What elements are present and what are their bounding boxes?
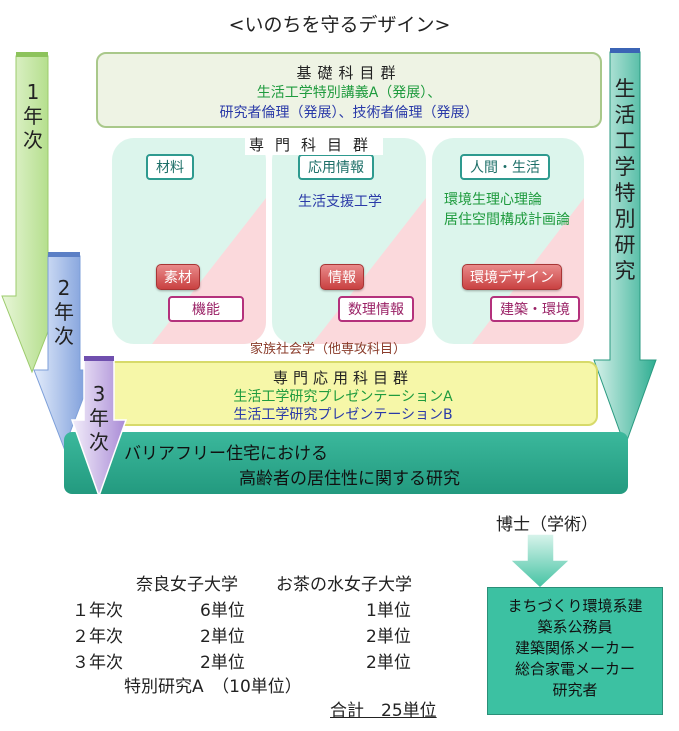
units-table: 奈良女子大学 お茶の水女子大学 １年次 6単位 1単位 ２年次 2単位 2単位 … [72, 570, 480, 721]
research-theme-bar: バリアフリー住宅における 高齢者の居住性に関する研究 [64, 432, 628, 494]
units-total: 合計 25単位 [330, 701, 437, 721]
diagram-title: <いのちを守るデザイン> [228, 14, 451, 36]
tag-kinou: 機能 [168, 296, 244, 322]
tag-jouhou: 情報 [320, 264, 364, 290]
other-major-course: 家族社会学（他専攻科目） [250, 342, 407, 357]
research-line2: 高齢者の居住性に関する研究 [239, 469, 460, 489]
units-row-label: ３年次 [72, 653, 123, 673]
kiso-line1: 生活工学特別講義A（発展）、 [256, 85, 442, 101]
tag-kankyo-design: 環境デザイン [462, 264, 562, 290]
career-item: 建築関係メーカー [514, 639, 635, 657]
senmon-heading: 専門科目群 [245, 134, 384, 155]
oyo-line1: 生活工学研究プレゼンテーションA [233, 389, 453, 405]
units-row-nara: 2単位 [200, 653, 245, 673]
oyo-subjects-box: 専門応用科目群 生活工学研究プレゼンテーションA 生活工学研究プレゼンテーション… [88, 361, 598, 426]
degree-label: 博士（学術） [496, 515, 598, 535]
senmon-column-information: 応用情報 生活支援工学 情報 数理情報 [272, 138, 426, 344]
career-item: まちづくり環境系建 [507, 597, 643, 615]
tag-materials: 材料 [146, 154, 194, 180]
units-row-nara: 6単位 [200, 601, 245, 621]
career-item: 総合家電メーカー [514, 660, 635, 678]
kiso-subjects-box: 基礎科目群 生活工学特別講義A（発展）、 研究者倫理（発展）、技術者倫理（発展） [96, 52, 602, 128]
units-row-label: １年次 [72, 601, 123, 621]
tag-suuri-jouhou: 数理情報 [338, 296, 414, 322]
senmon-column-materials: 材料 素材 機能 [112, 138, 266, 344]
units-header-nara: 奈良女子大学 [136, 575, 238, 595]
units-row-ocha: 2単位 [366, 653, 411, 673]
course-kankyo-seiri: 環境生理心理論 [444, 192, 542, 208]
kiso-line2: 研究者倫理（発展）、技術者倫理（発展） [219, 105, 479, 121]
year1-arrow [1, 55, 63, 374]
career-box: まちづくり環境系建 築系公務員 建築関係メーカー 総合家電メーカー 研究者 [487, 587, 663, 715]
course-kyoju-kukan: 居住空間構成計画論 [444, 212, 570, 228]
units-header-ochanomizu: お茶の水女子大学 [276, 575, 412, 595]
tag-sozai: 素材 [156, 264, 200, 290]
research-line1: バリアフリー住宅における [124, 444, 328, 464]
kiso-heading: 基礎科目群 [296, 64, 402, 82]
units-row-nara: 2単位 [200, 627, 245, 647]
oyo-line2: 生活工学研究プレゼンテーションB [233, 407, 453, 423]
career-item: 築系公務員 [537, 618, 613, 636]
tag-applied-info: 応用情報 [298, 154, 374, 180]
tag-kenchiku-kankyo: 建築・環境 [490, 296, 580, 322]
career-item: 研究者 [552, 681, 598, 699]
course-seikatsu-shien: 生活支援工学 [298, 194, 382, 210]
special-research-arrow [593, 51, 657, 448]
units-special-research: 特別研究A （10単位） [124, 677, 302, 697]
tag-human-life: 人間・生活 [460, 154, 550, 180]
senmon-column-human-life: 人間・生活 環境生理心理論 居住空間構成計画論 環境デザイン 建築・環境 [432, 138, 584, 344]
oyo-heading: 専門応用科目群 [272, 369, 413, 387]
units-row-label: ２年次 [72, 627, 123, 647]
units-row-ocha: 2単位 [366, 627, 411, 647]
special-research-label: 生活 工学 特別 研究 [614, 77, 636, 283]
degree-arrow [508, 533, 572, 590]
units-row-ocha: 1単位 [366, 601, 411, 621]
